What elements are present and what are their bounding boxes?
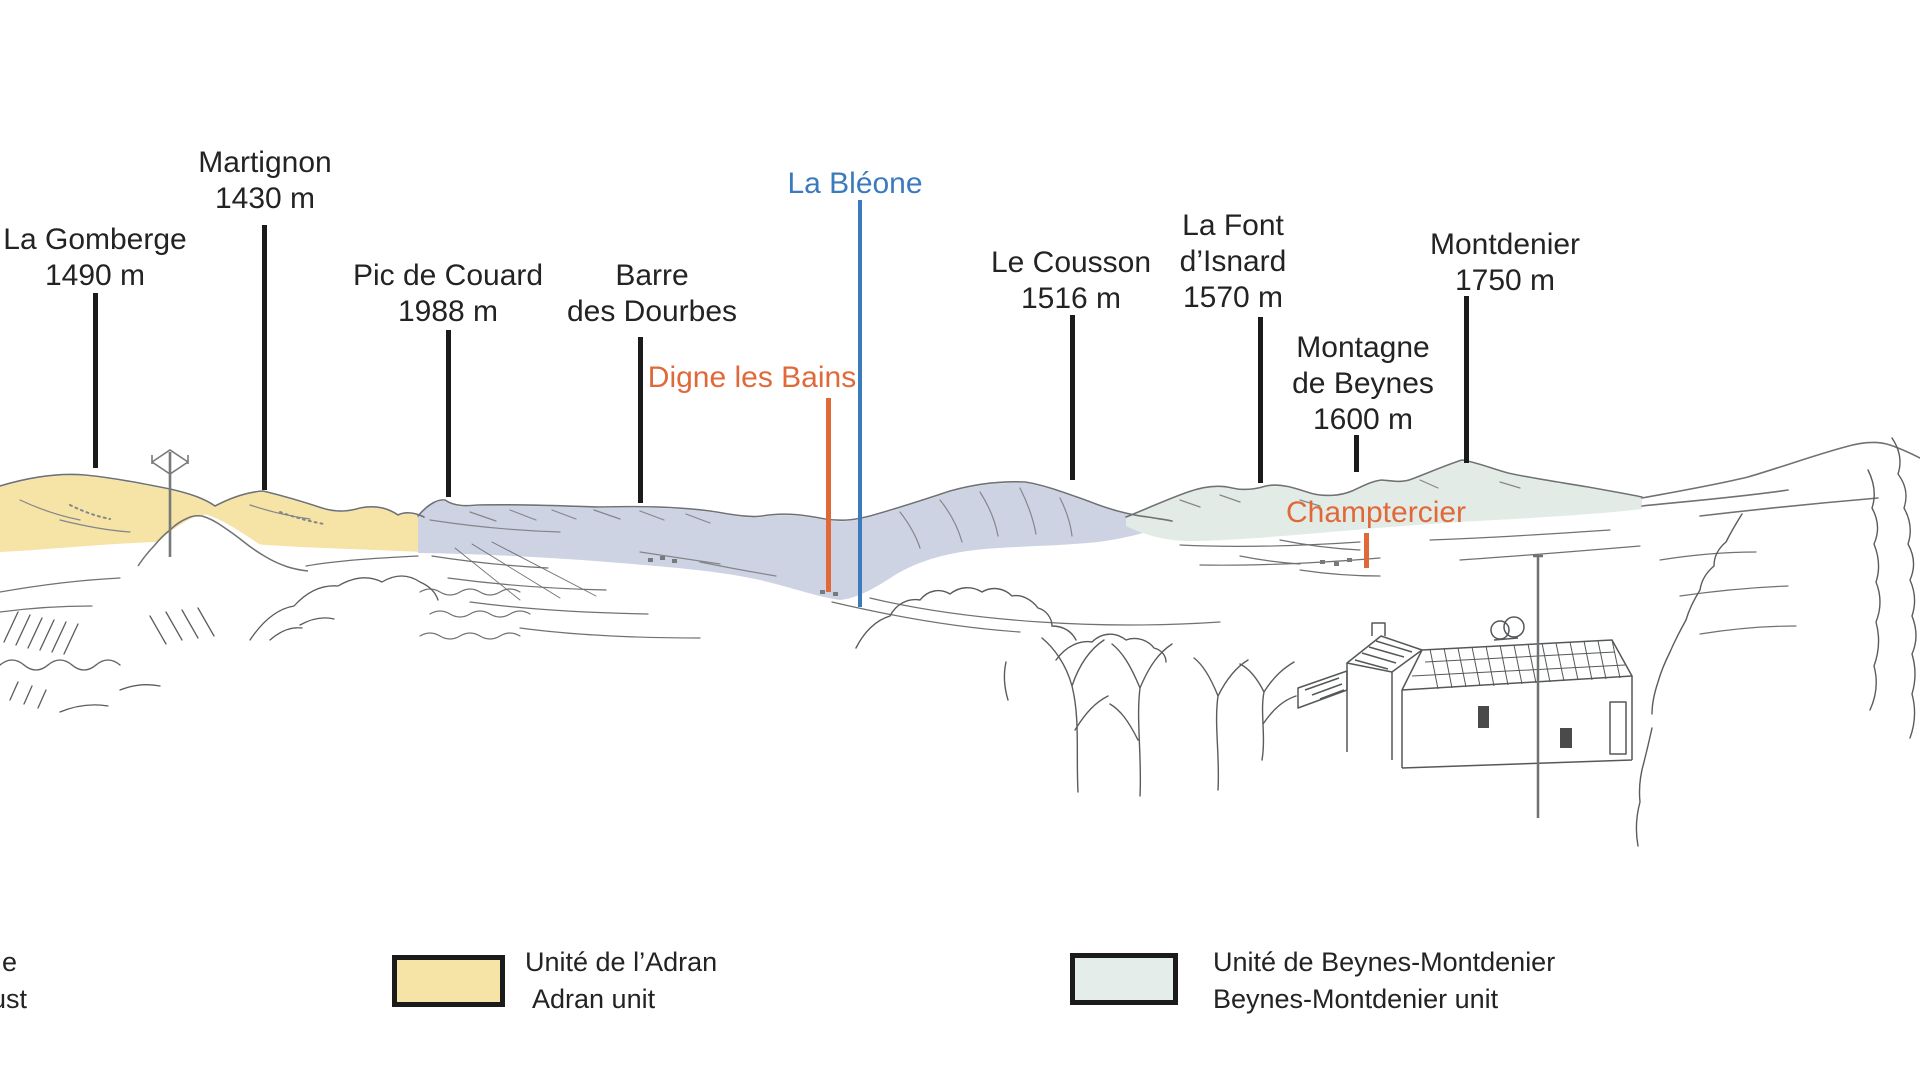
peak-line-le-cousson (1070, 315, 1075, 480)
peak-elevation: 1490 m (44, 259, 146, 292)
legend-label-fr: Unité de l’Adran (525, 947, 718, 977)
legend-label-adran: Unité de l’Adran Adran unit (525, 944, 717, 1018)
town-line-digne-les-bains (826, 398, 831, 592)
peak-line-la-font-disnard (1258, 317, 1263, 483)
peak-elevation: 1516 m (1020, 282, 1122, 315)
river-label-la-bleone: La Bléone (787, 167, 923, 200)
peak-name-line2: de Beynes (1292, 367, 1434, 400)
river-line-la-bleone (858, 200, 862, 607)
peak-label-montdenier: Montdenier 1750 m (1430, 227, 1580, 299)
legend-swatch-adran (392, 955, 505, 1007)
flag-pole (1533, 554, 1543, 818)
peak-line-barre-des-dourbes (638, 337, 643, 503)
legend-label-en: Beynes-Montdenier unit (1213, 984, 1499, 1014)
peak-name: La Font (1182, 209, 1284, 242)
legend-label-cutoff: e ust (0, 944, 27, 1018)
peak-name: Le Cousson (990, 246, 1152, 279)
legend-cutoff-line2: ust (0, 984, 28, 1014)
right-vegetation (1635, 437, 1917, 847)
legend-swatch-beynes-montdenier (1070, 953, 1178, 1005)
legend-cutoff-line1: e (2, 947, 18, 977)
digne-unit-area (418, 482, 1170, 600)
peak-label-la-gomberge: La Gomberge 1490 m (3, 222, 186, 294)
peak-elevation: 1600 m (1312, 403, 1414, 436)
adran-unit-area (0, 475, 424, 552)
peak-name-line2: des Dourbes (566, 295, 738, 328)
town-label-champtercier: Champtercier (1285, 496, 1467, 529)
peak-line-montdenier (1464, 296, 1469, 463)
peak-name: Montagne (1296, 331, 1430, 364)
peak-label-martignon: Martignon 1430 m (198, 145, 331, 217)
foreground-hill-outline (137, 515, 309, 572)
peak-line-montagne-de-beynes (1354, 435, 1359, 472)
peak-name: Martignon (198, 146, 332, 179)
peak-line-pic-de-couard (446, 330, 451, 497)
peak-label-la-font-disnard: La Font d’Isnard 1570 m (1180, 208, 1287, 316)
peak-label-pic-de-couard: Pic de Couard 1988 m (353, 258, 543, 330)
legend-label-fr: Unité de Beynes-Montdenier (1213, 947, 1556, 977)
peak-label-le-cousson: Le Cousson 1516 m (991, 245, 1151, 317)
peak-elevation: 1430 m (214, 182, 316, 215)
beynes-montdenier-unit-area (1126, 461, 1642, 541)
peak-elevation: 1570 m (1182, 281, 1284, 314)
peak-label-barre-des-dourbes: Barre des Dourbes (567, 258, 737, 330)
peak-name-line2: d’Isnard (1179, 245, 1287, 278)
peak-name: Pic de Couard (352, 259, 544, 292)
foreground-hill (135, 514, 332, 606)
legend-label-beynes-montdenier: Unité de Beynes-Montdenier Beynes-Montde… (1213, 944, 1555, 1018)
ridge-outlines (0, 441, 1920, 522)
legend-label-en: Adran unit (532, 984, 656, 1014)
peak-name: Barre (615, 259, 689, 292)
village-specks (648, 556, 1352, 596)
house-sketch (1297, 616, 1633, 769)
town-label-digne-les-bains: Digne les Bains (647, 361, 857, 394)
peak-line-la-gomberge (93, 293, 98, 468)
peak-label-montagne-de-beynes: Montagne de Beynes 1600 m (1292, 330, 1434, 438)
left-foreground-scrub (0, 575, 439, 713)
peak-line-martignon (262, 225, 267, 490)
relief-hatching (19, 479, 1521, 577)
peak-elevation: 1988 m (397, 295, 499, 328)
town-line-champtercier (1364, 533, 1369, 568)
peak-name: Montdenier (1429, 228, 1581, 261)
utility-pole (151, 449, 189, 557)
bushes-and-trees (855, 587, 1297, 797)
peak-name: La Gomberge (3, 223, 187, 256)
valley-contours (0, 529, 1797, 640)
peak-elevation: 1750 m (1454, 264, 1556, 297)
